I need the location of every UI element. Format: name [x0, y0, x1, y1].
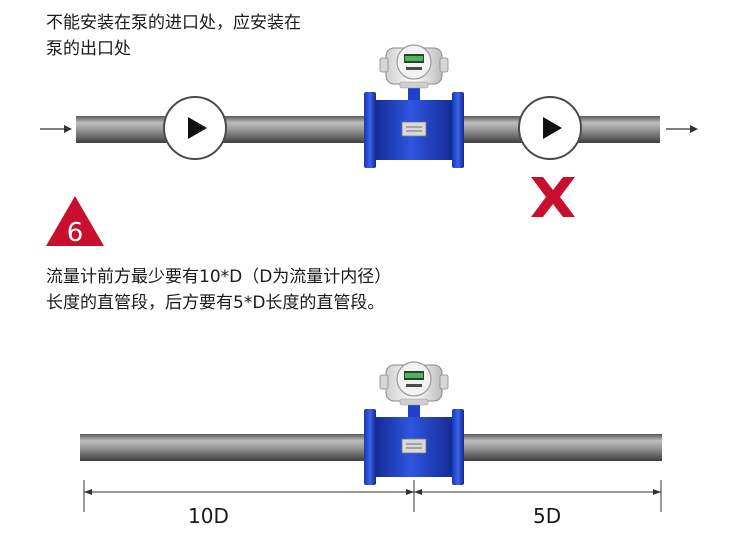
bottom-note-line-1: 流量计前方最少要有10*D（D为流量计内径） [46, 267, 392, 287]
pump-inlet-icon [163, 96, 227, 160]
flow-out-arrow-icon [666, 125, 698, 133]
bottom-diagram [80, 361, 662, 512]
top-diagram [40, 44, 698, 217]
flowmeter-bottom [363, 361, 465, 486]
step-badge-number: 6 [67, 218, 84, 248]
flowmeter-top [363, 44, 465, 169]
dimension-ticks [84, 489, 661, 495]
dimension-label-upstream: 10D [188, 504, 229, 528]
red-x-icon [531, 177, 575, 217]
top-note-line-2: 泵的出口处 [46, 39, 131, 59]
pump-outlet-icon [518, 96, 582, 160]
top-note-line-1: 不能安装在泵的进口处，应安装在 [46, 13, 301, 33]
dimension-label-downstream: 5D [533, 504, 562, 528]
dimension-lines [83, 480, 662, 512]
step-badge: 6 [46, 196, 104, 248]
flow-in-arrow-icon [40, 125, 72, 133]
bottom-note-line-2: 长度的直管段，后方要有5*D长度的直管段。 [46, 293, 385, 313]
top-note: 不能安装在泵的进口处，应安装在 泵的出口处 [46, 10, 301, 62]
bottom-note: 流量计前方最少要有10*D（D为流量计内径） 长度的直管段，后方要有5*D长度的… [46, 264, 391, 316]
